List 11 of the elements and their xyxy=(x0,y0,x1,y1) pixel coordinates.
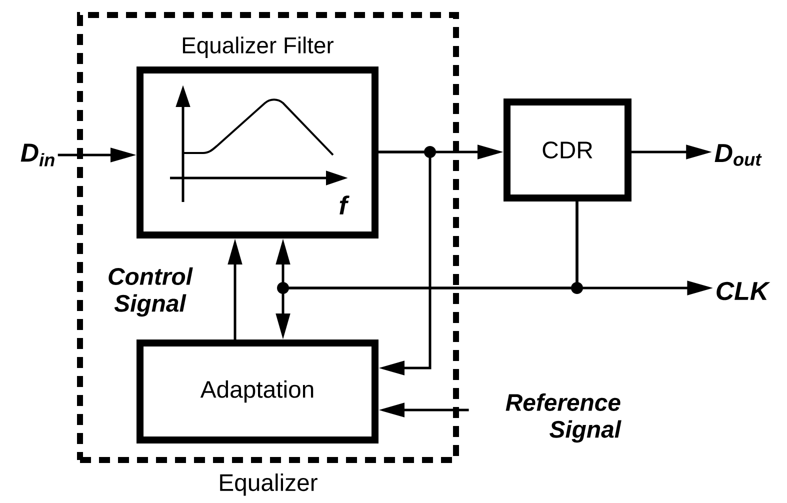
signal-label: Reference Signal xyxy=(506,393,622,443)
arrow xyxy=(378,150,432,376)
node-label: Equalizer Filter xyxy=(182,36,334,58)
signal-label: Control Signal xyxy=(108,267,193,317)
signal-label: D$_{in}$ xyxy=(20,144,54,166)
block-box: Adaptation xyxy=(136,340,378,444)
signal-label: CLK xyxy=(716,282,770,300)
node-label: Equalizer xyxy=(220,474,318,496)
signal-label: D$_{out}$ xyxy=(714,144,762,166)
axis-label: f xyxy=(340,196,350,214)
block-box: CDR xyxy=(504,98,632,202)
